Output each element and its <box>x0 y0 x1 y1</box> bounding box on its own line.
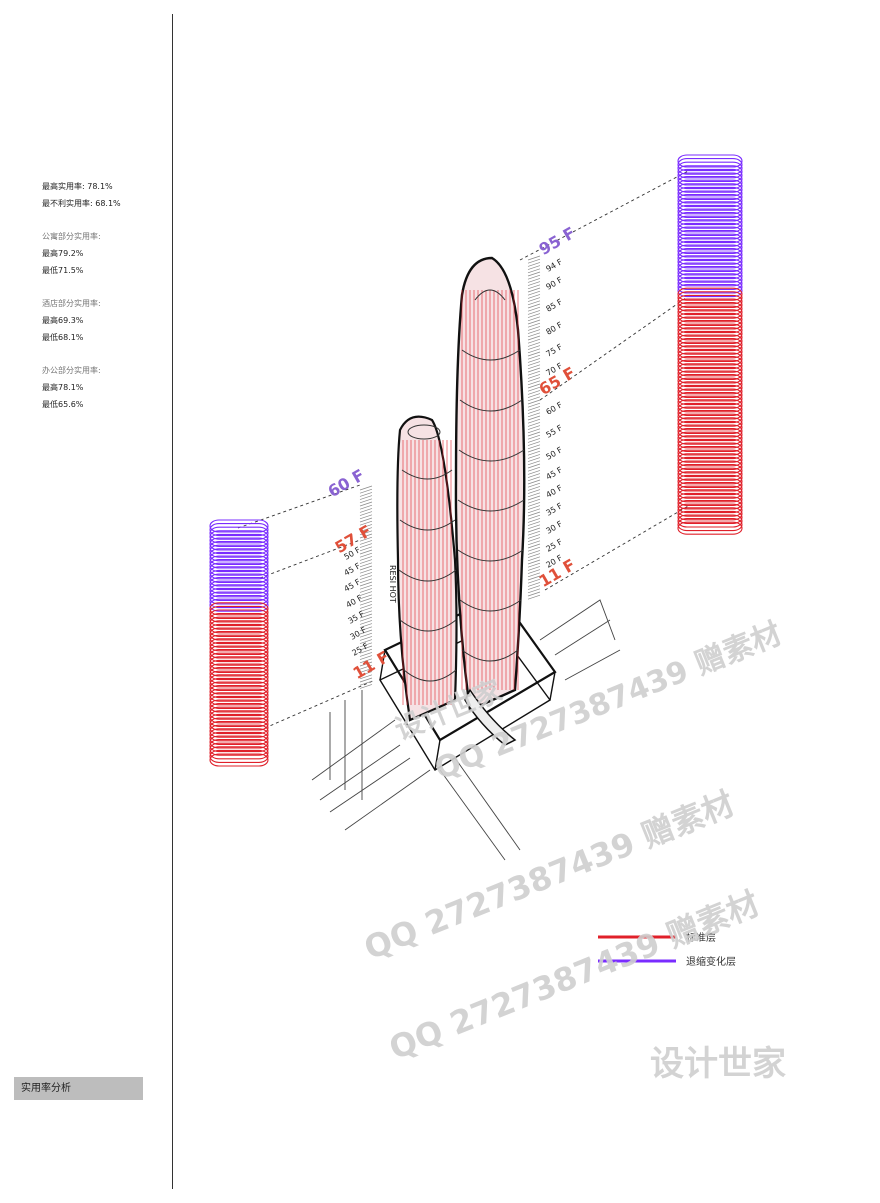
right-floor-label: 55 F <box>545 423 565 440</box>
watermark: 设计世家 <box>650 1044 786 1084</box>
left-profile-tower <box>209 519 269 767</box>
hotel-high: 最高69.3% <box>42 316 84 325</box>
hotel-low: 最低68.1% <box>42 333 84 342</box>
overall-high: 最高实用率: 78.1% <box>42 182 113 191</box>
hotel-title: 酒店部分实用率: <box>42 299 101 308</box>
right-floor-label: 80 F <box>545 320 565 337</box>
left-floor-labels: 50 F 45 F 45 F 40 F 35 F 30 F 25 F RESI … <box>343 545 398 658</box>
right-floor-label: 60 F <box>545 400 565 417</box>
right-floor-label: 85 F <box>545 297 565 314</box>
right-top-label: 95 F <box>536 223 579 259</box>
left-vertical-text: RESI HOT <box>388 565 397 603</box>
right-floor-label: 75 F <box>545 342 565 359</box>
right-floor-label: 50 F <box>545 445 565 462</box>
section-tab[interactable]: 实用率分析 <box>14 1077 143 1100</box>
left-floor-label: 40 F <box>345 593 365 610</box>
projection-lines <box>237 169 691 729</box>
right-floor-label: 45 F <box>545 465 565 482</box>
office-low: 最低65.6% <box>42 400 84 409</box>
right-tower <box>454 256 526 746</box>
office-title: 办公部分实用率: <box>42 366 101 375</box>
legend: 标准层 退缩变化层 <box>598 932 736 968</box>
right-floor-label: 94 F <box>545 257 565 274</box>
apartment-low: 最低71.5% <box>42 266 84 275</box>
left-floor-scale <box>359 485 373 689</box>
right-profile-tower <box>677 154 743 535</box>
right-floor-label: 35 F <box>545 501 565 518</box>
office-high: 最高78.1% <box>42 383 84 392</box>
vertical-divider <box>172 14 173 1189</box>
left-tower <box>396 415 458 722</box>
legend-standard-label: 标准层 <box>686 932 716 944</box>
apartment-high: 最高79.2% <box>42 249 84 258</box>
left-floor-label: 30 F <box>349 625 369 642</box>
street-lines <box>311 599 621 861</box>
right-floor-label: 30 F <box>545 519 565 536</box>
overall-low: 最不利实用率: 68.1% <box>42 199 121 208</box>
left-floor-label: 45 F <box>343 577 363 594</box>
right-floor-label: 40 F <box>545 483 565 500</box>
legend-setback-label: 退缩变化层 <box>686 955 736 968</box>
utilization-stats: 最高实用率: 78.1% 最不利实用率: 68.1% 公寓部分实用率: 最高79… <box>42 178 167 413</box>
right-floor-scale <box>527 255 541 600</box>
right-floor-label: 25 F <box>545 537 565 554</box>
apartment-title: 公寓部分实用率: <box>42 232 101 241</box>
right-floor-label: 90 F <box>545 275 565 292</box>
right-floor-labels: 94 F 90 F 85 F 80 F 75 F 70 F 60 F 55 F … <box>545 257 565 570</box>
left-floor-label: 45 F <box>343 561 363 578</box>
